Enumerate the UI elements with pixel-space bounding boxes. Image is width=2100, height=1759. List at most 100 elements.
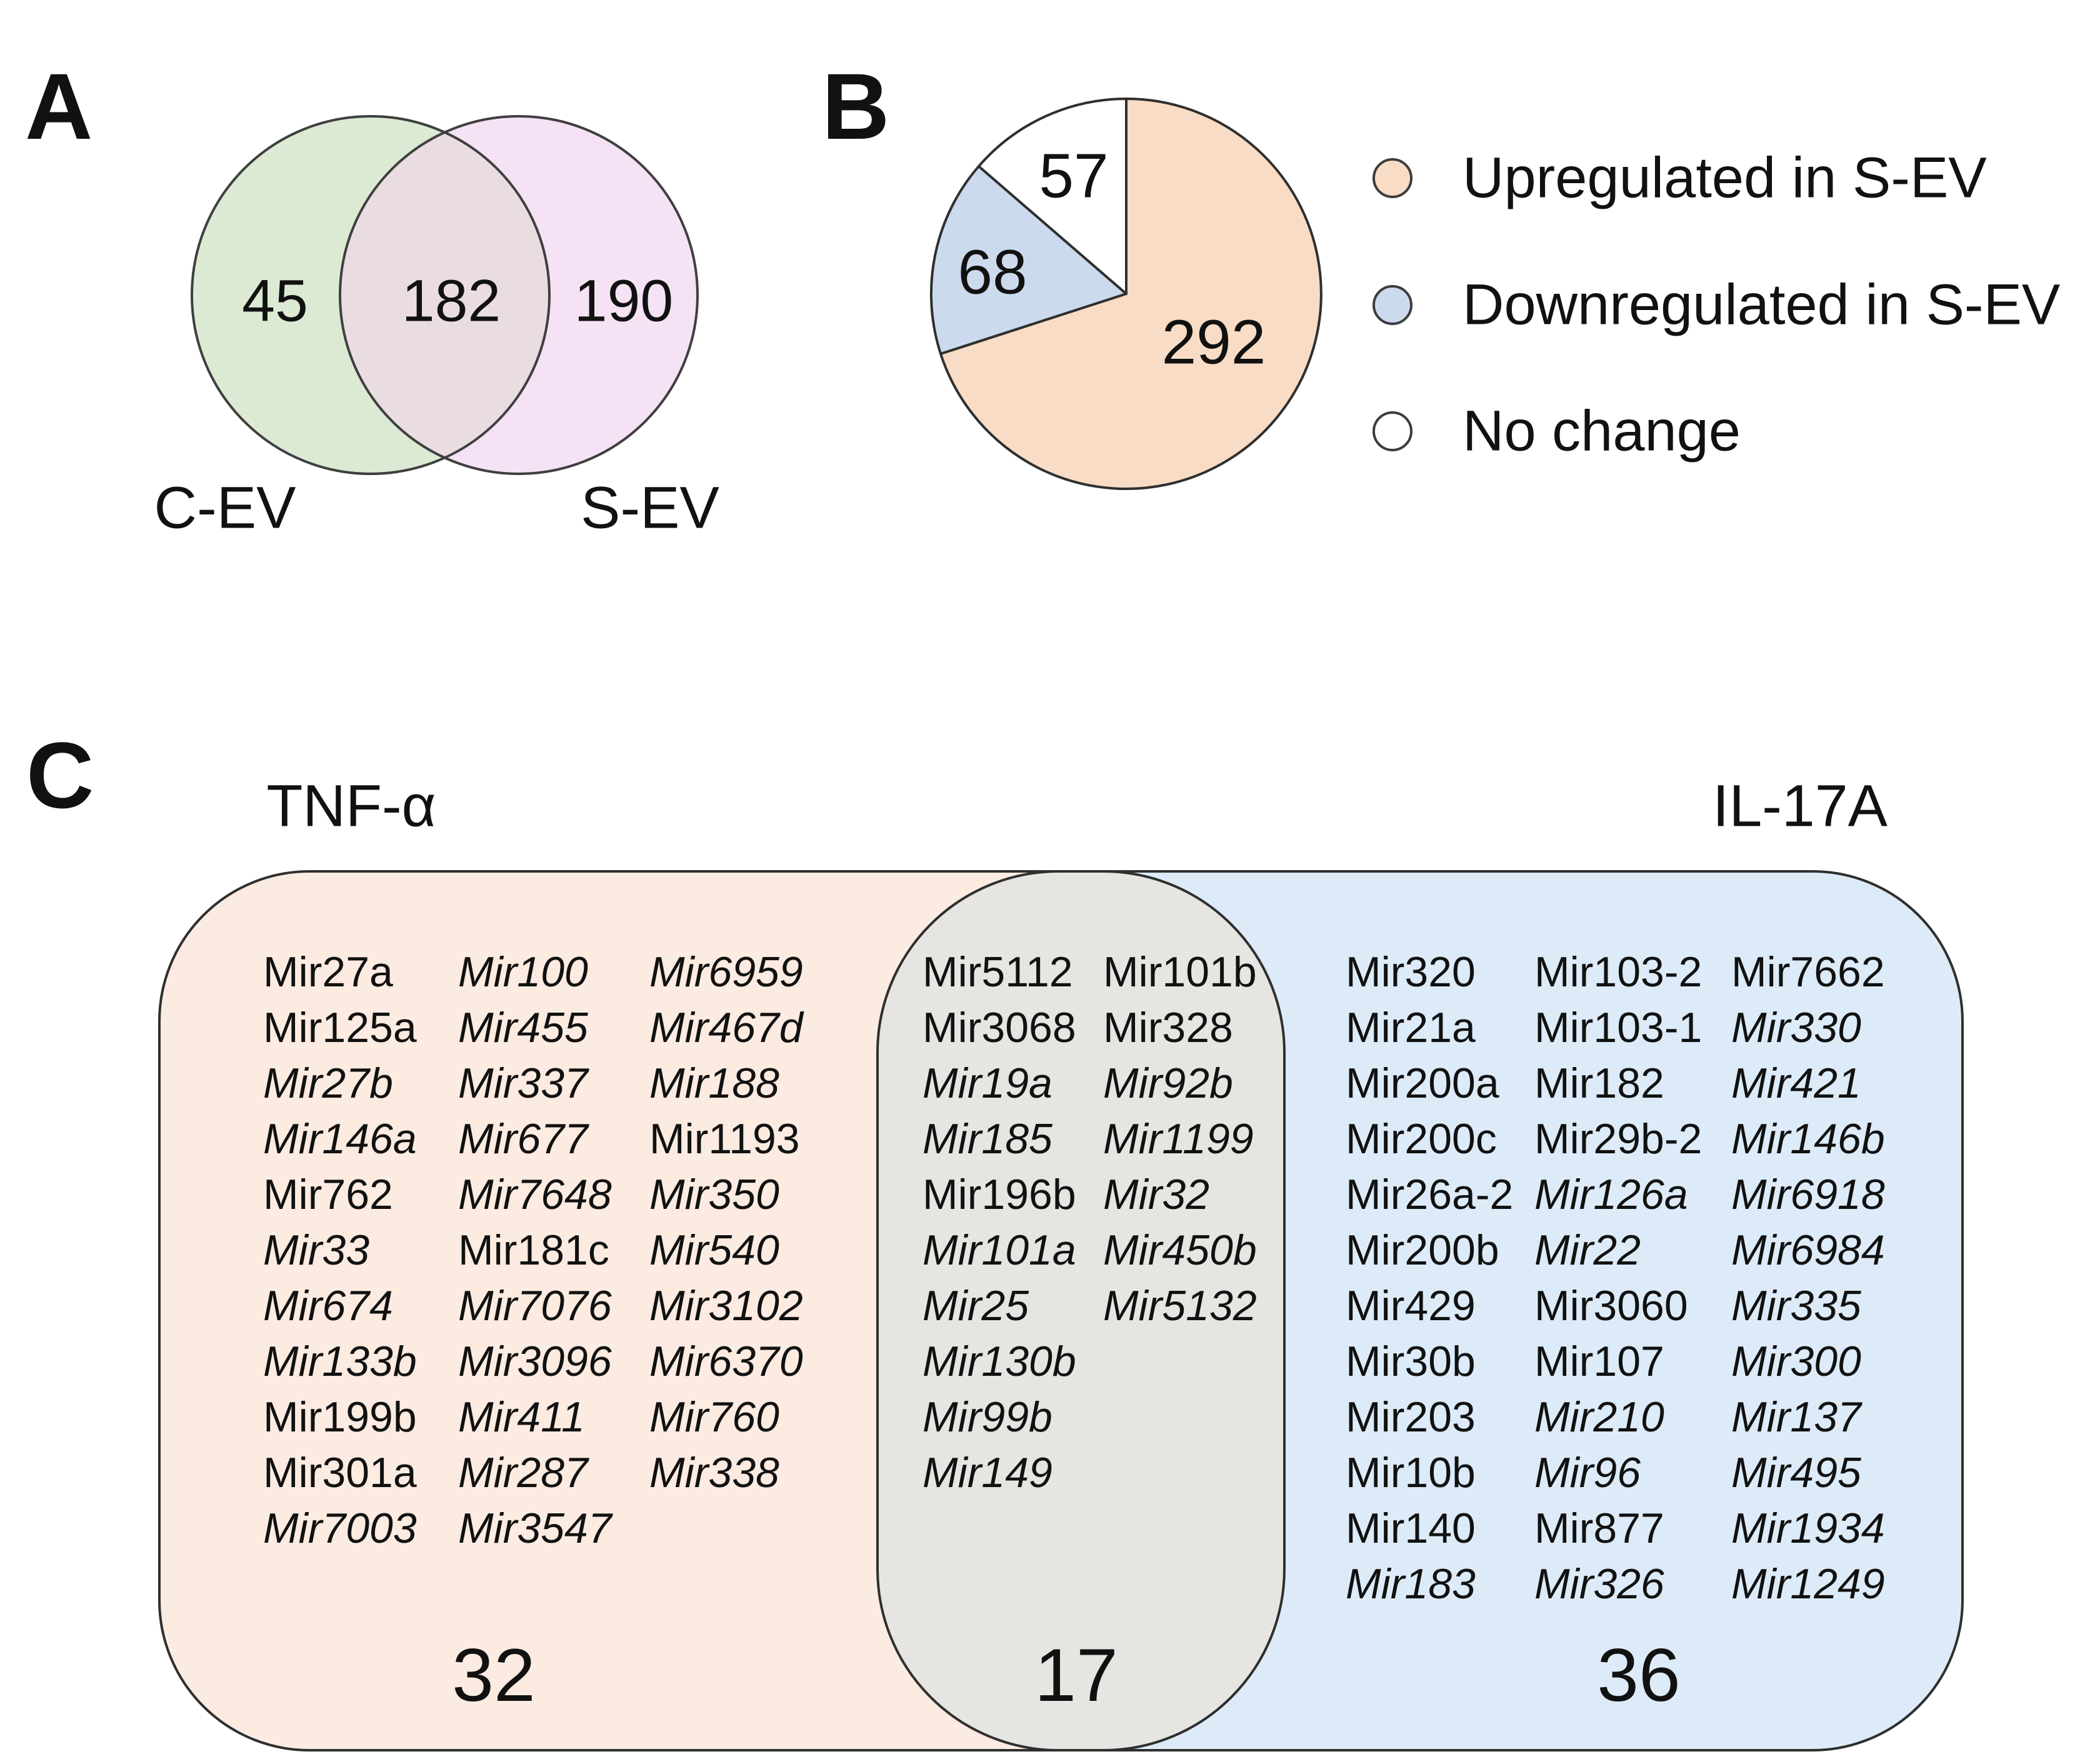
mirna-item: Mir33: [263, 1226, 370, 1274]
mirna-item: Mir100: [458, 948, 588, 996]
mirna-item: Mir455: [458, 1003, 588, 1051]
mirna-item: Mir103-2: [1534, 948, 1702, 996]
il17a-title: IL-17A: [1712, 773, 1888, 839]
legend-label-no-change: No change: [1462, 399, 1741, 463]
mirna-item: Mir6984: [1731, 1226, 1885, 1274]
mirna-item: Mir3060: [1534, 1281, 1688, 1330]
pie-slice-downregulated: [929, 165, 1128, 355]
shared-count: 17: [1034, 1633, 1118, 1717]
mirna-item: Mir146b: [1731, 1115, 1885, 1163]
mirna-item: Mir3096: [458, 1337, 612, 1385]
mirna-item: Mir125a: [263, 1003, 417, 1051]
mirna-item: Mir96: [1534, 1448, 1641, 1496]
mirna-item: Mir27b: [263, 1059, 393, 1107]
mirna-item: Mir429: [1346, 1281, 1476, 1330]
mirna-item: Mir25: [922, 1281, 1029, 1330]
mirna-item: Mir149: [922, 1448, 1052, 1496]
mirna-item: Mir335: [1731, 1281, 1861, 1330]
venn-circle-sev-outline: [339, 115, 699, 475]
mirna-item: Mir7662: [1731, 948, 1885, 996]
pie-value-upregulated: 292: [1161, 307, 1266, 378]
legend-label-upregulated: Upregulated in S-EV: [1462, 146, 1987, 210]
legend-swatch-no-change-icon: [1372, 411, 1412, 451]
mirna-item: Mir330: [1731, 1003, 1861, 1051]
mirna-item: Mir320: [1346, 948, 1476, 996]
il17a-only-count: 36: [1597, 1633, 1681, 1717]
mirna-item: Mir1199: [1103, 1115, 1254, 1163]
tnf-title: TNF-α: [266, 773, 436, 839]
mirna-item: Mir350: [649, 1170, 779, 1218]
mirna-item: Mir107: [1534, 1337, 1664, 1385]
tnf-only-count: 32: [452, 1633, 536, 1717]
mirna-item: Mir301a: [263, 1448, 417, 1496]
venn-diagram: [191, 115, 699, 475]
mirna-item: Mir137: [1731, 1393, 1861, 1441]
mirna-item: Mir140: [1346, 1504, 1476, 1552]
mirna-item: Mir27a: [263, 948, 393, 996]
mirna-item: Mir300: [1731, 1337, 1861, 1385]
mirna-item: Mir203: [1346, 1393, 1476, 1441]
venn-count-overlap: 182: [401, 268, 501, 334]
venn-count-cev-only: 45: [242, 268, 308, 334]
mirna-item: Mir22: [1534, 1226, 1641, 1274]
mirna-item: Mir411: [458, 1393, 585, 1441]
mirna-item: Mir21a: [1346, 1003, 1476, 1051]
mirna-item: Mir10b: [1346, 1448, 1476, 1496]
mirna-item: Mir1934: [1731, 1504, 1885, 1552]
mirna-item: Mir32: [1103, 1170, 1210, 1218]
mirna-item: Mir188: [649, 1059, 779, 1107]
mirna-item: Mir326: [1534, 1560, 1664, 1608]
mirna-item: Mir5132: [1103, 1281, 1257, 1330]
panel-label-b: B: [822, 54, 890, 159]
mirna-item: Mir5112: [922, 948, 1073, 996]
mirna-item: Mir29b-2: [1534, 1115, 1702, 1163]
il17a-region: [1076, 871, 1962, 1750]
mirna-item: Mir467d: [649, 1003, 803, 1051]
mirna-item: Mir101b: [1103, 948, 1257, 996]
mirna-item: Mir30b: [1346, 1337, 1476, 1385]
mirna-item: Mir287: [458, 1448, 588, 1496]
pie-slice-upregulated: [939, 98, 1322, 490]
mirna-item: Mir3547: [458, 1504, 612, 1552]
pie-chart: [929, 98, 1322, 490]
mirna-item: Mir450b: [1103, 1226, 1257, 1274]
mirna-item: Mir200c: [1346, 1115, 1497, 1163]
mirna-item: Mir3068: [922, 1003, 1076, 1051]
diagram-outline: [158, 870, 1964, 1751]
pie-slice-no-change: [978, 98, 1128, 295]
mirna-item: Mir7076: [458, 1281, 612, 1330]
pie-legend-swatches: [1372, 158, 1412, 451]
mirna-item: Mir7648: [458, 1170, 612, 1218]
mirna-item: Mir146a: [263, 1115, 417, 1163]
mirna-item: Mir328: [1103, 1003, 1233, 1051]
mirna-item: Mir338: [649, 1448, 779, 1496]
mirna-item: Mir421: [1731, 1059, 1861, 1107]
mirna-item: Mir99b: [922, 1393, 1052, 1441]
mirna-item: Mir540: [649, 1226, 779, 1274]
mirna-item: Mir1249: [1731, 1560, 1885, 1608]
legend-label-downregulated: Downregulated in S-EV: [1462, 273, 2061, 337]
mirna-item: Mir126a: [1534, 1170, 1688, 1218]
mirna-item: Mir92b: [1103, 1059, 1233, 1107]
mirna-item: Mir182: [1534, 1059, 1664, 1107]
venn-circle-cev-outline: [191, 115, 551, 475]
mirna-item: Mir199b: [263, 1393, 417, 1441]
mirna-item: Mir677: [458, 1115, 588, 1163]
mirna-item: Mir7003: [263, 1504, 417, 1552]
panel-label-c: C: [26, 723, 94, 828]
mirna-item: Mir6918: [1731, 1170, 1885, 1218]
mirna-item: Mir200b: [1346, 1226, 1499, 1274]
mirna-item: Mir200a: [1346, 1059, 1499, 1107]
mirna-item: Mir19a: [922, 1059, 1052, 1107]
overlap-diagram: [158, 870, 1964, 1751]
mirna-item: Mir196b: [922, 1170, 1076, 1218]
